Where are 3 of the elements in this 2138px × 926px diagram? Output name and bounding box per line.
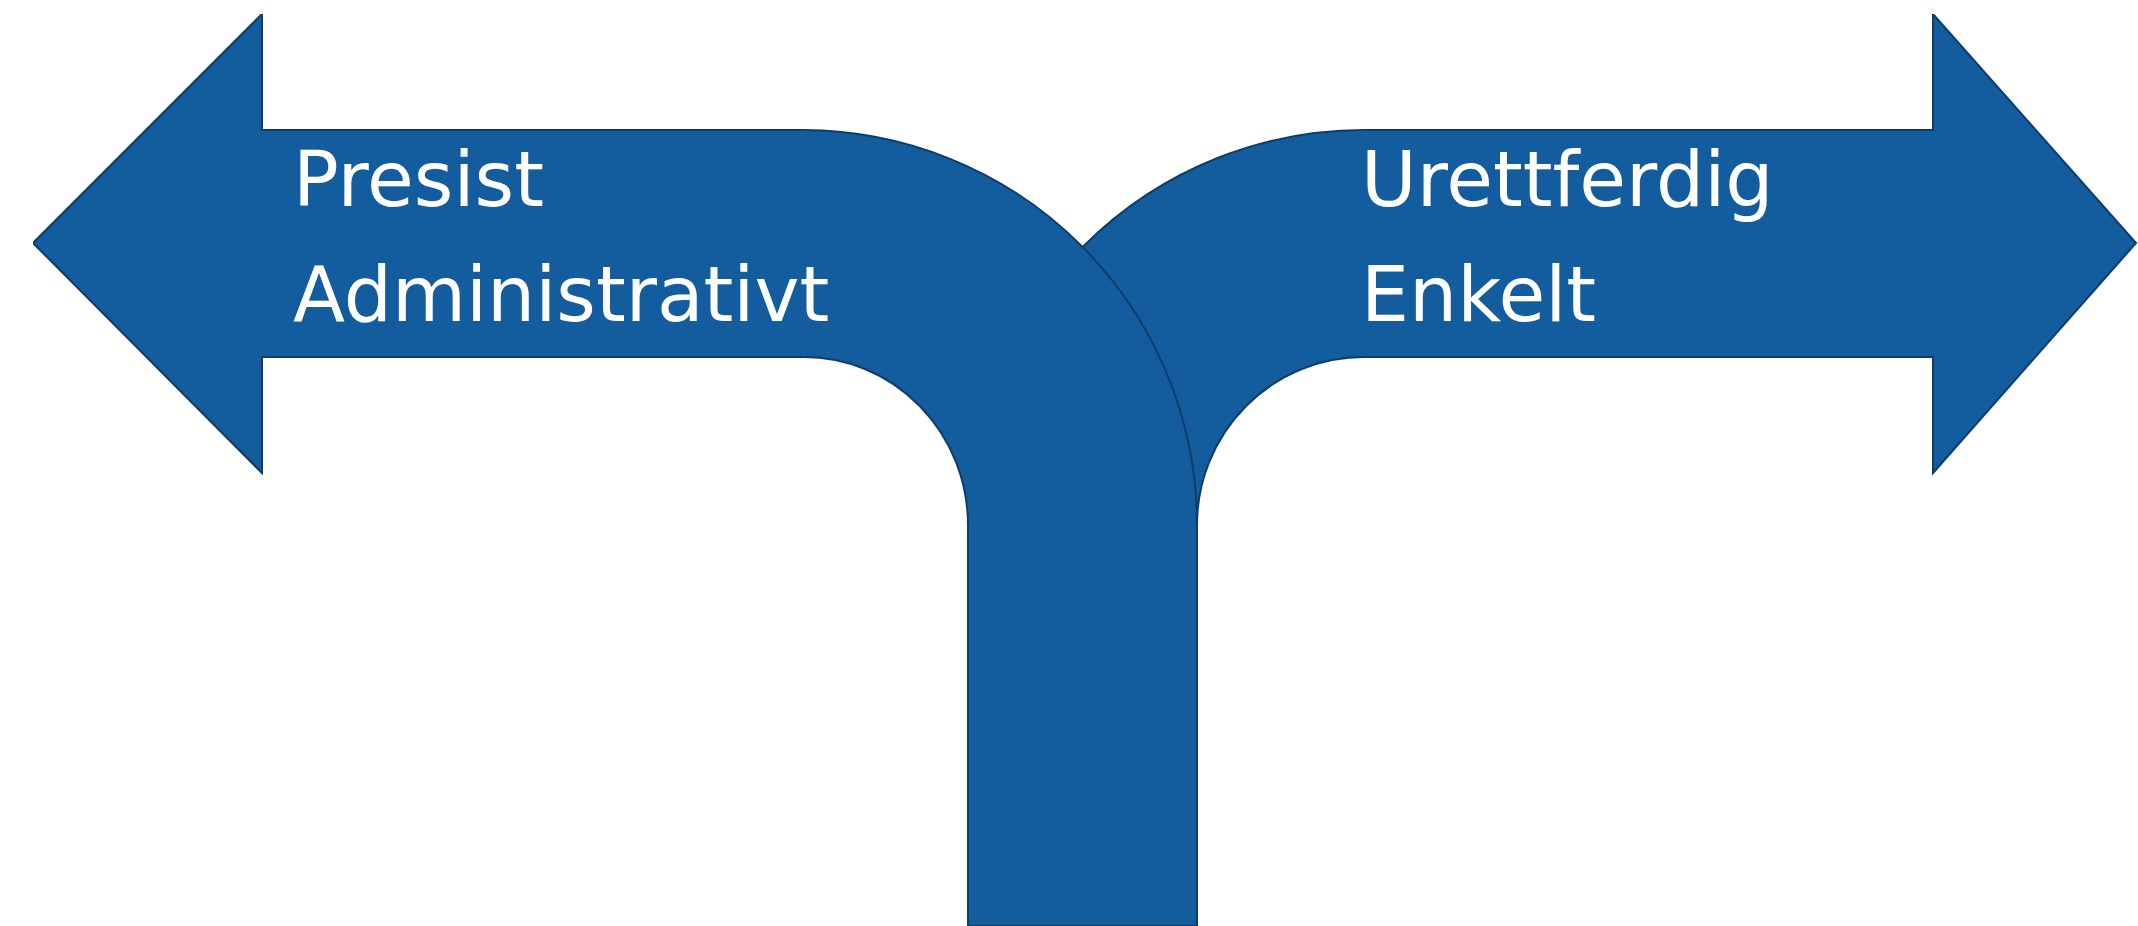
- arrow-label: Administrativt: [293, 257, 830, 333]
- arrow-label: Enkelt: [1361, 257, 1597, 333]
- arrow-label: Presist: [293, 142, 544, 218]
